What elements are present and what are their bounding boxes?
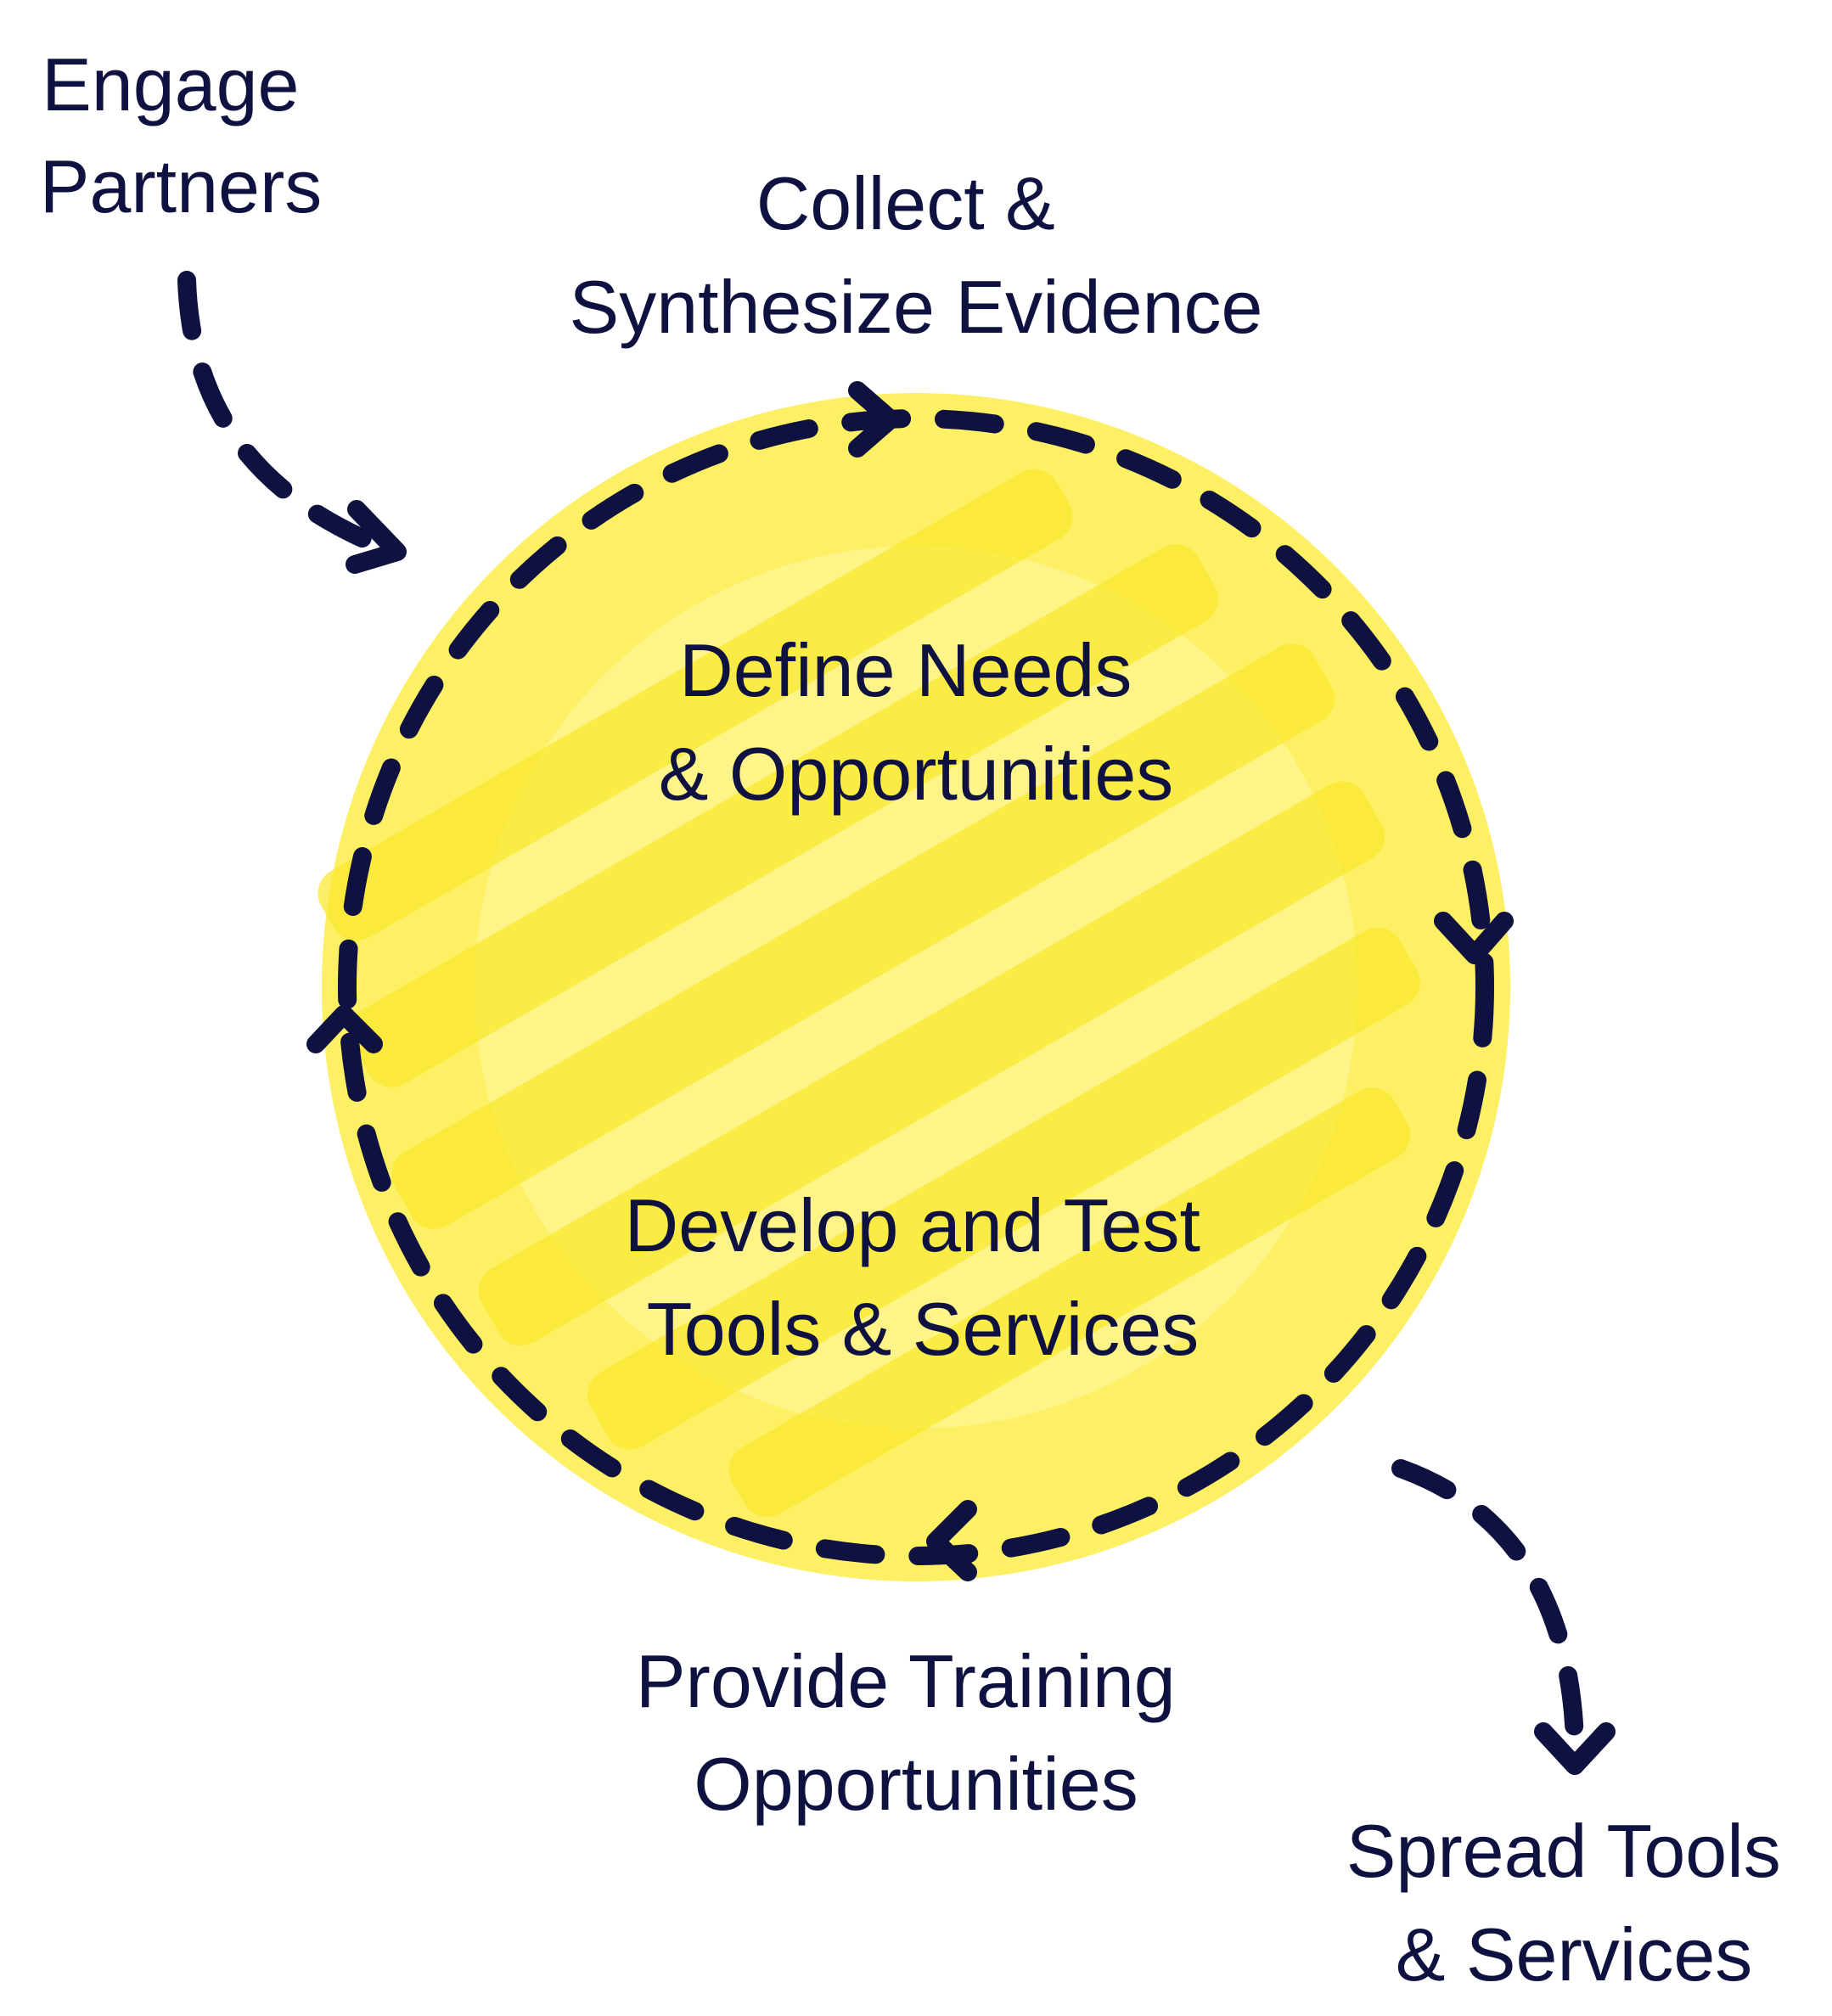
cycle-arrows: [306, 381, 1514, 1581]
step-line2: Tools & Services: [647, 1287, 1199, 1371]
step-develop-test: Develop and Test Tools & Services: [625, 1183, 1222, 1371]
arrowhead-down-icon: [1434, 912, 1514, 964]
exit-label-line1: Spread Tools: [1346, 1809, 1781, 1893]
arrowhead-right-icon: [848, 381, 900, 458]
step-line1: Collect &: [756, 161, 1055, 245]
step-provide-training: Provide Training Opportunities: [636, 1639, 1196, 1826]
yellow-highlight: [318, 393, 1510, 1581]
exit-arrow: [1391, 1459, 1616, 1775]
arrowhead-left-icon: [926, 1500, 977, 1581]
step-line1: Develop and Test: [625, 1183, 1200, 1267]
dashed-cycle-ring: [338, 409, 1494, 1565]
step-line2: Synthesize Evidence: [570, 265, 1263, 349]
step-line2: & Opportunities: [659, 732, 1174, 816]
entry-label: Engage Partners: [40, 42, 323, 228]
entry-arrow: [177, 271, 407, 574]
exit-arrowhead-icon: [1534, 1722, 1616, 1775]
entry-arrowhead-icon: [346, 500, 407, 574]
entry-label-line1: Engage: [42, 42, 299, 126]
exit-label-line2: & Services: [1396, 1912, 1753, 1996]
step-line1: Provide Training: [636, 1639, 1176, 1723]
step-collect-evidence: Collect & Synthesize Evidence: [570, 161, 1263, 349]
step-line2: Opportunities: [694, 1742, 1138, 1826]
arrowhead-up-icon: [306, 1005, 383, 1053]
entry-label-line2: Partners: [40, 144, 323, 228]
step-line1: Define Needs: [679, 628, 1132, 712]
step-define-needs: Define Needs & Opportunities: [659, 628, 1174, 816]
exit-label: Spread Tools & Services: [1346, 1809, 1802, 1996]
